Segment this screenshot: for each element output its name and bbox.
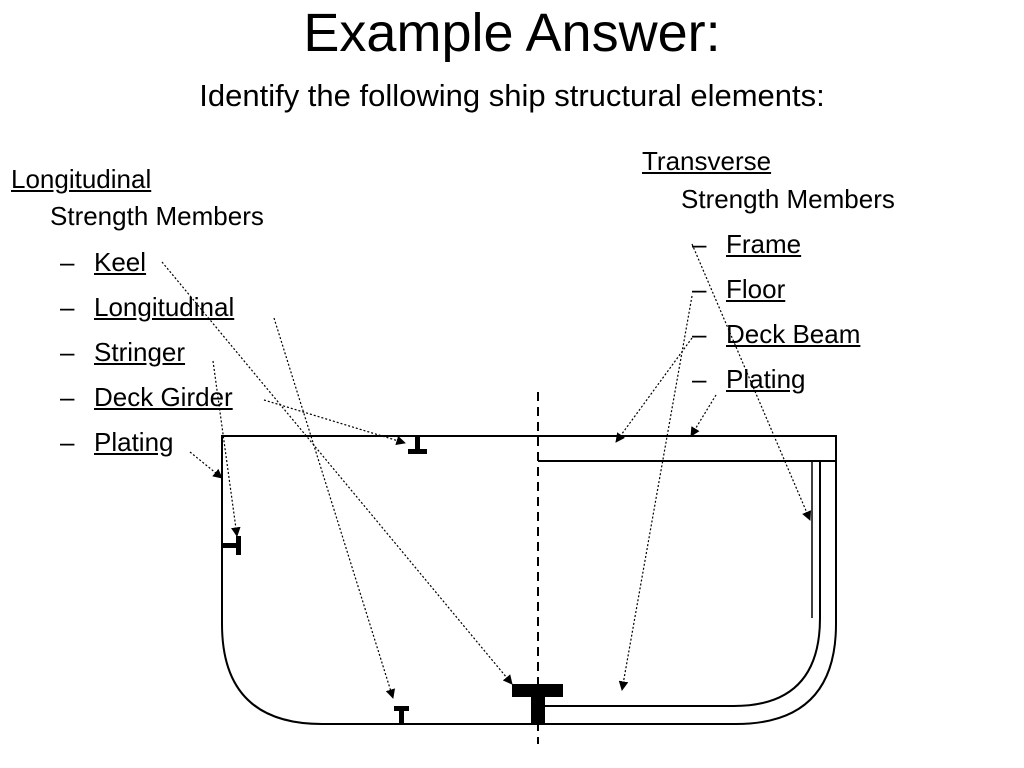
deck-girder-flange xyxy=(408,449,427,454)
bullet-dash: – xyxy=(60,337,75,367)
arrow-longitudinal xyxy=(273,317,395,699)
item-keel: Keel xyxy=(94,247,147,277)
arrow-plating-longitudinal xyxy=(189,451,223,479)
arrow-keel xyxy=(161,261,513,685)
item-deck-girder: Deck Girder xyxy=(94,382,233,412)
hull-outline xyxy=(221,435,837,725)
bullet-dash: – xyxy=(692,364,707,394)
bullet-dash: – xyxy=(60,382,75,412)
item-deck-beam: Deck Beam xyxy=(726,319,861,349)
transverse-heading: Transverse xyxy=(642,146,772,176)
bullet-dash: – xyxy=(60,247,75,277)
arrow-floor xyxy=(618,295,693,691)
bullet-dash: – xyxy=(692,274,707,304)
transverse-subheading: Strength Members xyxy=(681,184,895,214)
item-plating-transverse: Plating xyxy=(726,364,806,394)
arrow-deck-beam xyxy=(615,337,693,443)
frame-inner xyxy=(538,462,821,707)
bullet-dash: – xyxy=(60,292,75,322)
arrow-deck-girder xyxy=(263,399,406,446)
deck-girder-web xyxy=(415,437,420,452)
bullet-dash: – xyxy=(692,319,707,349)
longitudinal-heading: Longitudinal xyxy=(11,164,152,194)
slide-title: Example Answer: xyxy=(303,3,721,63)
bullet-dash: – xyxy=(60,427,75,457)
arrow-plating-transverse xyxy=(690,394,717,437)
item-plating-longitudinal: Plating xyxy=(94,427,174,457)
arrow-stringer xyxy=(212,360,241,537)
keel-flange xyxy=(512,684,563,697)
longitudinal-subheading: Strength Members xyxy=(50,201,264,231)
bottom-longitudinal-web xyxy=(399,706,404,724)
keel-web xyxy=(531,696,545,724)
stringer-flange xyxy=(236,536,241,555)
item-stringer: Stringer xyxy=(94,337,186,367)
item-frame: Frame xyxy=(726,229,802,259)
slide-subtitle: Identify the following ship structural e… xyxy=(199,78,825,113)
stringer-web xyxy=(222,543,240,548)
item-longitudinal: Longitudinal xyxy=(94,292,235,322)
arrow-frame xyxy=(691,243,812,521)
item-floor: Floor xyxy=(726,274,786,304)
